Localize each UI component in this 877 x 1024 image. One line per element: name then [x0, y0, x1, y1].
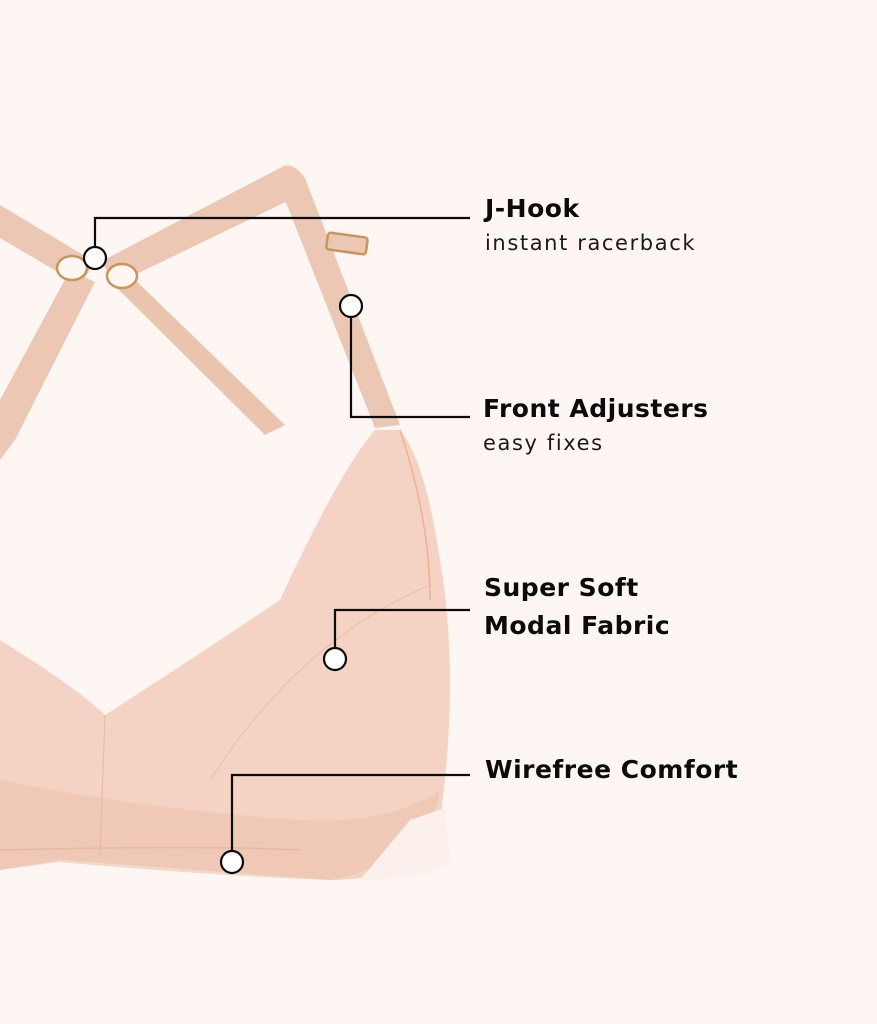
callout-jhook-title: J-Hook	[485, 194, 580, 223]
callout-wirefree-title: Wirefree Comfort	[485, 755, 739, 784]
callout-dot-wirefree	[219, 849, 245, 875]
callout-front-adjusters: Front Adjusters easy fixes	[483, 390, 709, 458]
callout-dot-adjusters	[338, 293, 364, 319]
callout-adjusters-title: Front Adjusters	[483, 394, 709, 423]
callout-dot-fabric	[322, 646, 348, 672]
callout-jhook: J-Hook instant racerback	[485, 190, 696, 258]
callout-dot-jhook	[82, 245, 108, 271]
callout-jhook-subtitle: instant racerback	[485, 231, 697, 255]
callout-lines	[93, 216, 470, 862]
callout-modal-fabric: Super Soft Modal Fabric	[484, 569, 670, 645]
callout-fabric-title-line1: Super Soft	[484, 573, 639, 602]
callout-adjusters-subtitle: easy fixes	[483, 431, 604, 455]
callout-fabric-title-line2: Modal Fabric	[484, 611, 671, 640]
callout-wirefree: Wirefree Comfort	[485, 751, 738, 789]
